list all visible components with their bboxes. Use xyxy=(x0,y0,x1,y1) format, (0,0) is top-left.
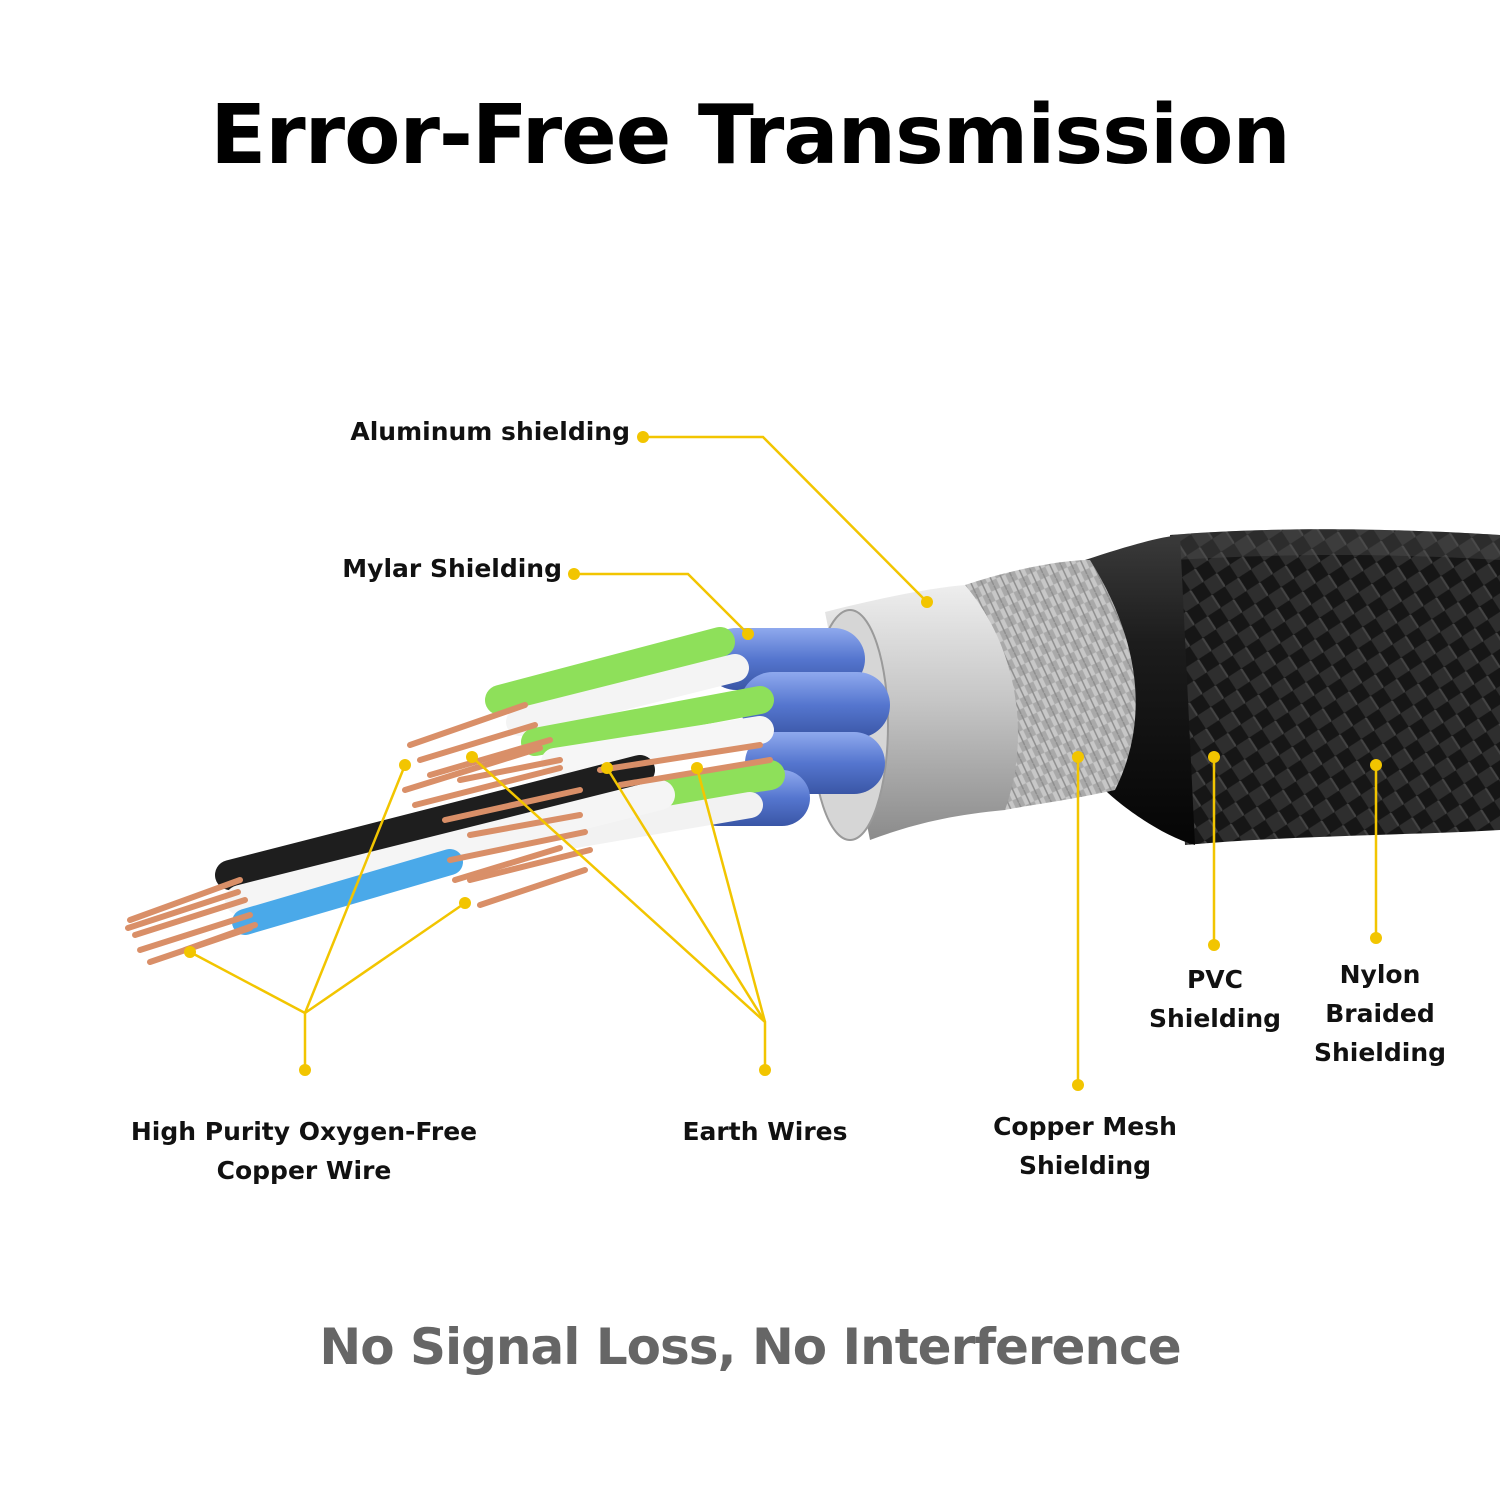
nylon-braided-jacket xyxy=(1170,529,1500,845)
label-nylon-braided: Nylon Braided Shielding xyxy=(1290,955,1470,1072)
label-mylar-shielding: Mylar Shielding xyxy=(342,554,562,583)
callout-lines xyxy=(189,435,1378,1085)
label-nylon-line2: Braided xyxy=(1325,999,1435,1028)
subtitle: No Signal Loss, No Interference xyxy=(319,1318,1181,1376)
callout-dots xyxy=(184,431,1382,1091)
label-pvc-line2: Shielding xyxy=(1148,1004,1282,1033)
label-copper-wire-line1: High Purity Oxygen-Free xyxy=(130,1117,478,1146)
label-nylon-line1: Nylon xyxy=(1339,960,1421,989)
label-earth-wires: Earth Wires xyxy=(682,1117,848,1146)
insulated-wires xyxy=(215,627,785,935)
copper-strands xyxy=(125,702,773,965)
page-title: Error-Free Transmission xyxy=(210,88,1291,183)
label-copper-wire: High Purity Oxygen-Free Copper Wire xyxy=(104,1112,504,1190)
label-pvc-line1: PVC xyxy=(1186,965,1244,994)
label-pvc: PVC Shielding xyxy=(1120,960,1310,1038)
label-copper-mesh-line2: Shielding xyxy=(1018,1151,1152,1180)
label-aluminum-shielding: Aluminum shielding xyxy=(350,417,630,446)
label-copper-wire-line2: Copper Wire xyxy=(216,1156,392,1185)
label-copper-mesh: Copper Mesh Shielding xyxy=(960,1107,1210,1185)
label-copper-mesh-line1: Copper Mesh xyxy=(993,1112,1177,1141)
label-nylon-line3: Shielding xyxy=(1313,1038,1447,1067)
